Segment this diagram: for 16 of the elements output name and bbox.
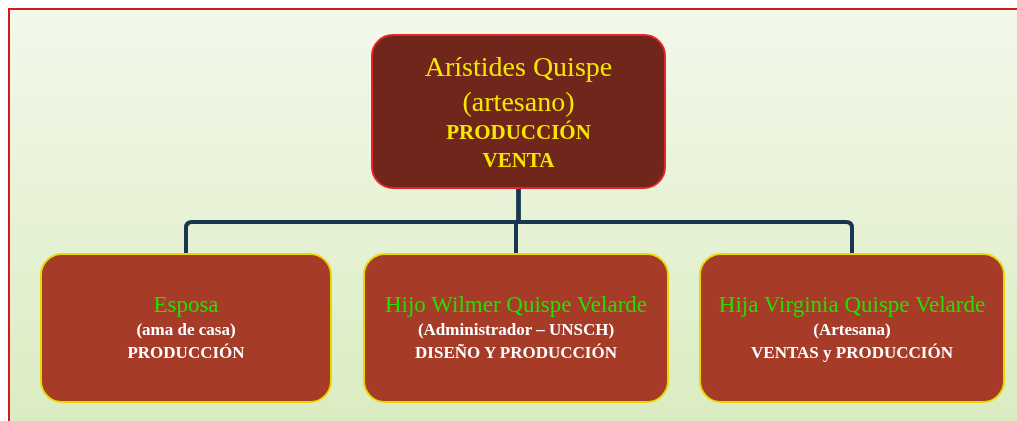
node-title: Arístides Quispe (artesano) (423, 50, 614, 120)
node-text: PRODUCCIÓN (127, 342, 245, 365)
node-title: Hija Virginia Quispe Velarde (718, 291, 986, 319)
member-box (40, 253, 332, 403)
node-text: DISEÑO Y PRODUCCIÓN (415, 342, 617, 365)
member-box (699, 253, 1005, 403)
node-text: (ama de casa) (136, 319, 236, 342)
head-box (371, 34, 666, 189)
node-title: Hijo Wilmer Quispe Velarde (385, 291, 647, 319)
node-text: (Administrador – UNSCH) (417, 319, 615, 342)
node-text: PRODUCCIÓN VENTA (445, 119, 592, 174)
node-title: Esposa (153, 291, 219, 319)
node-text: (Artesana) (813, 319, 891, 342)
connector-line (516, 189, 854, 253)
node-text: VENTAS y PRODUCCIÓN (751, 342, 953, 365)
member-box (363, 253, 669, 403)
